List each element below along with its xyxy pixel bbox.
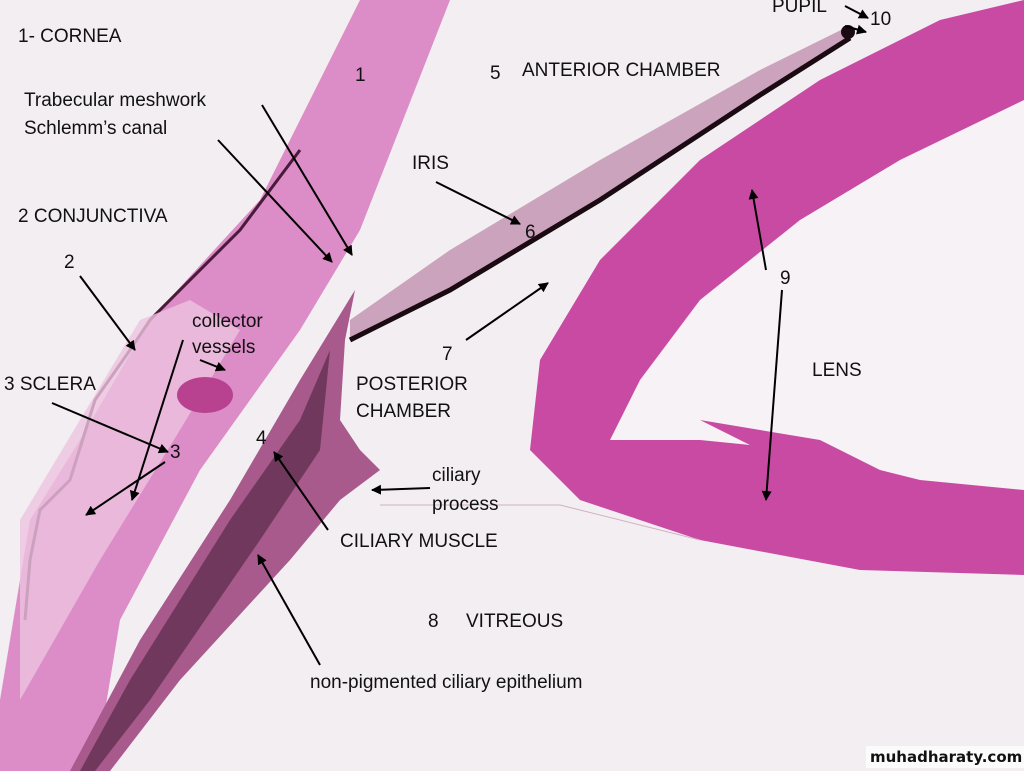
iris <box>350 28 850 340</box>
label-non-pigmented-epithelium: non-pigmented ciliary epithelium <box>310 672 583 693</box>
label-vessels: vessels <box>192 337 256 358</box>
label-schlemms-canal: Schlemm’s canal <box>24 118 168 139</box>
label-sclera: 3 SCLERA <box>4 374 96 395</box>
label-cornea-title: 1- CORNEA <box>18 26 122 47</box>
label-conjunctiva-number: 2 <box>64 252 75 273</box>
label-posterior: POSTERIOR <box>356 374 468 395</box>
label-ciliary: ciliary <box>432 465 481 486</box>
label-pupil-number: 10 <box>870 9 892 30</box>
watermark: muhadharaty.com <box>866 746 1024 768</box>
label-anterior-number: 5 <box>490 63 501 84</box>
label-posterior-number: 7 <box>442 344 453 365</box>
label-lens: LENS <box>812 360 862 381</box>
label-vitreous-number: 8 <box>428 611 439 632</box>
label-collector: collector <box>192 311 263 332</box>
label-chamber: CHAMBER <box>356 401 452 422</box>
label-sclera-number: 3 <box>170 442 181 463</box>
label-process: process <box>432 494 499 515</box>
label-cornea-number: 1 <box>355 65 366 86</box>
label-trabecular-meshwork: Trabecular meshwork <box>24 90 206 111</box>
label-iris-number: 6 <box>525 222 536 243</box>
label-ciliary-muscle-number: 4 <box>256 428 267 449</box>
label-pupil: PUPIL <box>772 0 827 17</box>
label-vitreous: VITREOUS <box>466 611 564 632</box>
label-iris: IRIS <box>412 153 449 174</box>
label-conjunctiva: 2 CONJUNCTIVA <box>18 206 168 227</box>
label-arrows <box>51 5 869 666</box>
label-lens-number: 9 <box>780 268 791 289</box>
label-anterior-chamber: ANTERIOR CHAMBER <box>522 60 721 81</box>
lens-core <box>610 100 1024 490</box>
label-ciliary-muscle: CILIARY MUSCLE <box>340 531 498 552</box>
